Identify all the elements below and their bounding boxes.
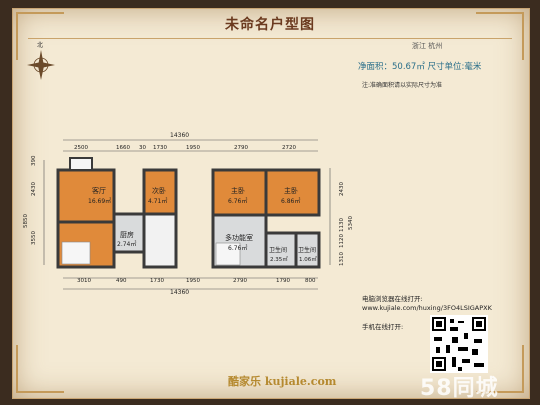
- room-area: 4.71㎡: [148, 197, 167, 205]
- kujiale-logo: 酷家乐 kujiale.com: [228, 375, 337, 388]
- dim-right: 1310: [339, 252, 345, 266]
- dim-right: 2430: [339, 182, 345, 196]
- dim-right: 1120: [339, 234, 345, 248]
- dim-bottom: 1950: [186, 278, 200, 284]
- master-bedroom-1-floor: [211, 168, 268, 217]
- title-divider: [28, 38, 512, 39]
- dim-top: 1660: [116, 145, 130, 151]
- dim-bottom: 3010: [77, 278, 91, 284]
- stairs: [61, 241, 91, 265]
- room-name: 卫生间: [298, 246, 316, 254]
- room-area: 6.86㎡: [281, 197, 300, 205]
- top-total-dim: 14360: [170, 132, 189, 139]
- corner-ornament: [476, 345, 524, 393]
- room-name: 主卧: [284, 186, 298, 195]
- room-name: 多功能室: [225, 233, 253, 242]
- room-area: 6.76㎡: [228, 244, 247, 252]
- room-name: 客厅: [92, 186, 106, 195]
- web-label: 电脑浏览器在线打开:: [362, 295, 423, 303]
- dim-top: 1730: [153, 145, 167, 151]
- dim-top: 2720: [282, 145, 296, 151]
- page-title: 未命名户型图: [225, 17, 315, 33]
- north-label: 北: [37, 41, 43, 49]
- corner-ornament: [16, 345, 64, 393]
- living-room-floor: [56, 168, 116, 224]
- balcony: [69, 157, 93, 171]
- bathroom-1-floor: [264, 231, 298, 269]
- dim-top: 30: [139, 145, 146, 151]
- dim-left: 3550: [31, 231, 37, 245]
- city-label: 浙江 杭州: [412, 42, 443, 50]
- dim-bottom: 490: [116, 278, 127, 284]
- dim-left: 5850: [23, 214, 29, 228]
- corner-ornament: [476, 12, 524, 60]
- area-note: 注:准确面积请以实际尺寸为准: [362, 82, 443, 89]
- bottom-total-dim: 14360: [170, 289, 189, 296]
- compass-rose-icon: 北: [27, 41, 55, 80]
- area-info: 净面积：50.67㎡ 尺寸单位:毫米: [358, 62, 482, 72]
- bathroom-2-floor: [294, 231, 321, 269]
- second-bedroom-floor: [142, 168, 178, 216]
- room-area: 2.74㎡: [117, 240, 136, 248]
- dim-bottom: 1730: [150, 278, 164, 284]
- dim-left: 390: [31, 155, 37, 166]
- room-area: 16.69㎡: [88, 197, 111, 205]
- room-name: 卫生间: [269, 246, 287, 254]
- dim-right: 1130: [339, 218, 345, 232]
- corner-ornament: [16, 12, 64, 60]
- dim-left: 2430: [31, 182, 37, 196]
- qr-code-icon[interactable]: [430, 315, 488, 373]
- room-area: 6.76㎡: [228, 197, 247, 205]
- dim-bottom: 2790: [233, 278, 247, 284]
- room-name: 次卧: [152, 186, 166, 195]
- dim-top: 1950: [186, 145, 200, 151]
- dim-bottom: 800: [305, 278, 316, 284]
- stairs: [215, 242, 241, 266]
- room-area: 1.06㎡: [299, 255, 317, 263]
- mobile-label: 手机在线打开:: [362, 323, 404, 331]
- room-name: 主卧: [231, 186, 245, 195]
- room-name: 厨房: [120, 230, 134, 239]
- left-lower-room: [142, 212, 178, 269]
- dim-bottom: 1790: [276, 278, 290, 284]
- web-url[interactable]: www.kujiale.com/huxing/3FO4LSIGAPXK: [362, 304, 492, 312]
- room-area: 2.35㎡: [270, 255, 288, 263]
- dim-right: 5340: [348, 216, 354, 230]
- master-bedroom-2-floor: [264, 168, 321, 217]
- watermark-58: 58同城: [420, 376, 499, 401]
- dim-top: 2790: [234, 145, 248, 151]
- dim-top: 2500: [74, 145, 88, 151]
